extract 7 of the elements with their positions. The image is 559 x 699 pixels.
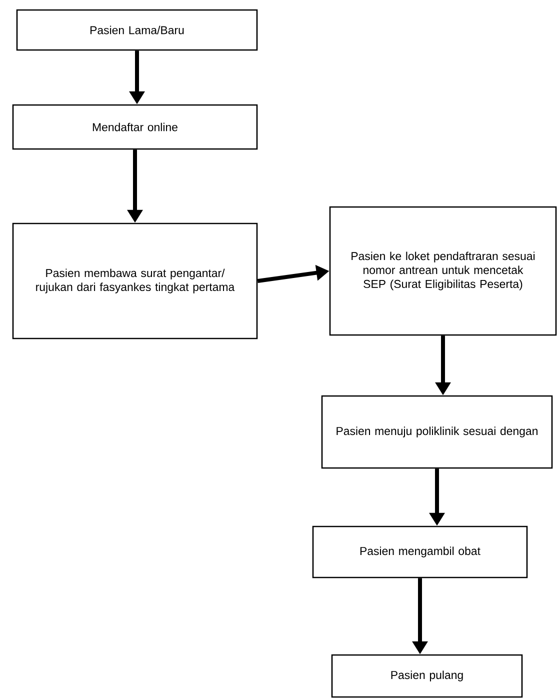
process-box: Pasien Lama/Baru: [16, 9, 258, 51]
process-box: Pasien ke loket pendaftraran sesuai nomor antrean untuk mencetak SEP (Surat Eligibilitas Peserta): [329, 206, 557, 336]
process-box: Pasien mengambil obat: [312, 526, 528, 578]
process-box: Pasien pulang: [331, 654, 523, 698]
process-box: Pasien menuju poliklinik sesuai dengan: [321, 395, 553, 469]
process-box: Mendaftar online: [12, 104, 258, 150]
process-box: Pasien membawa surat pengantar/ rujukan dari fasyankes tingkat pertama: [12, 222, 258, 340]
